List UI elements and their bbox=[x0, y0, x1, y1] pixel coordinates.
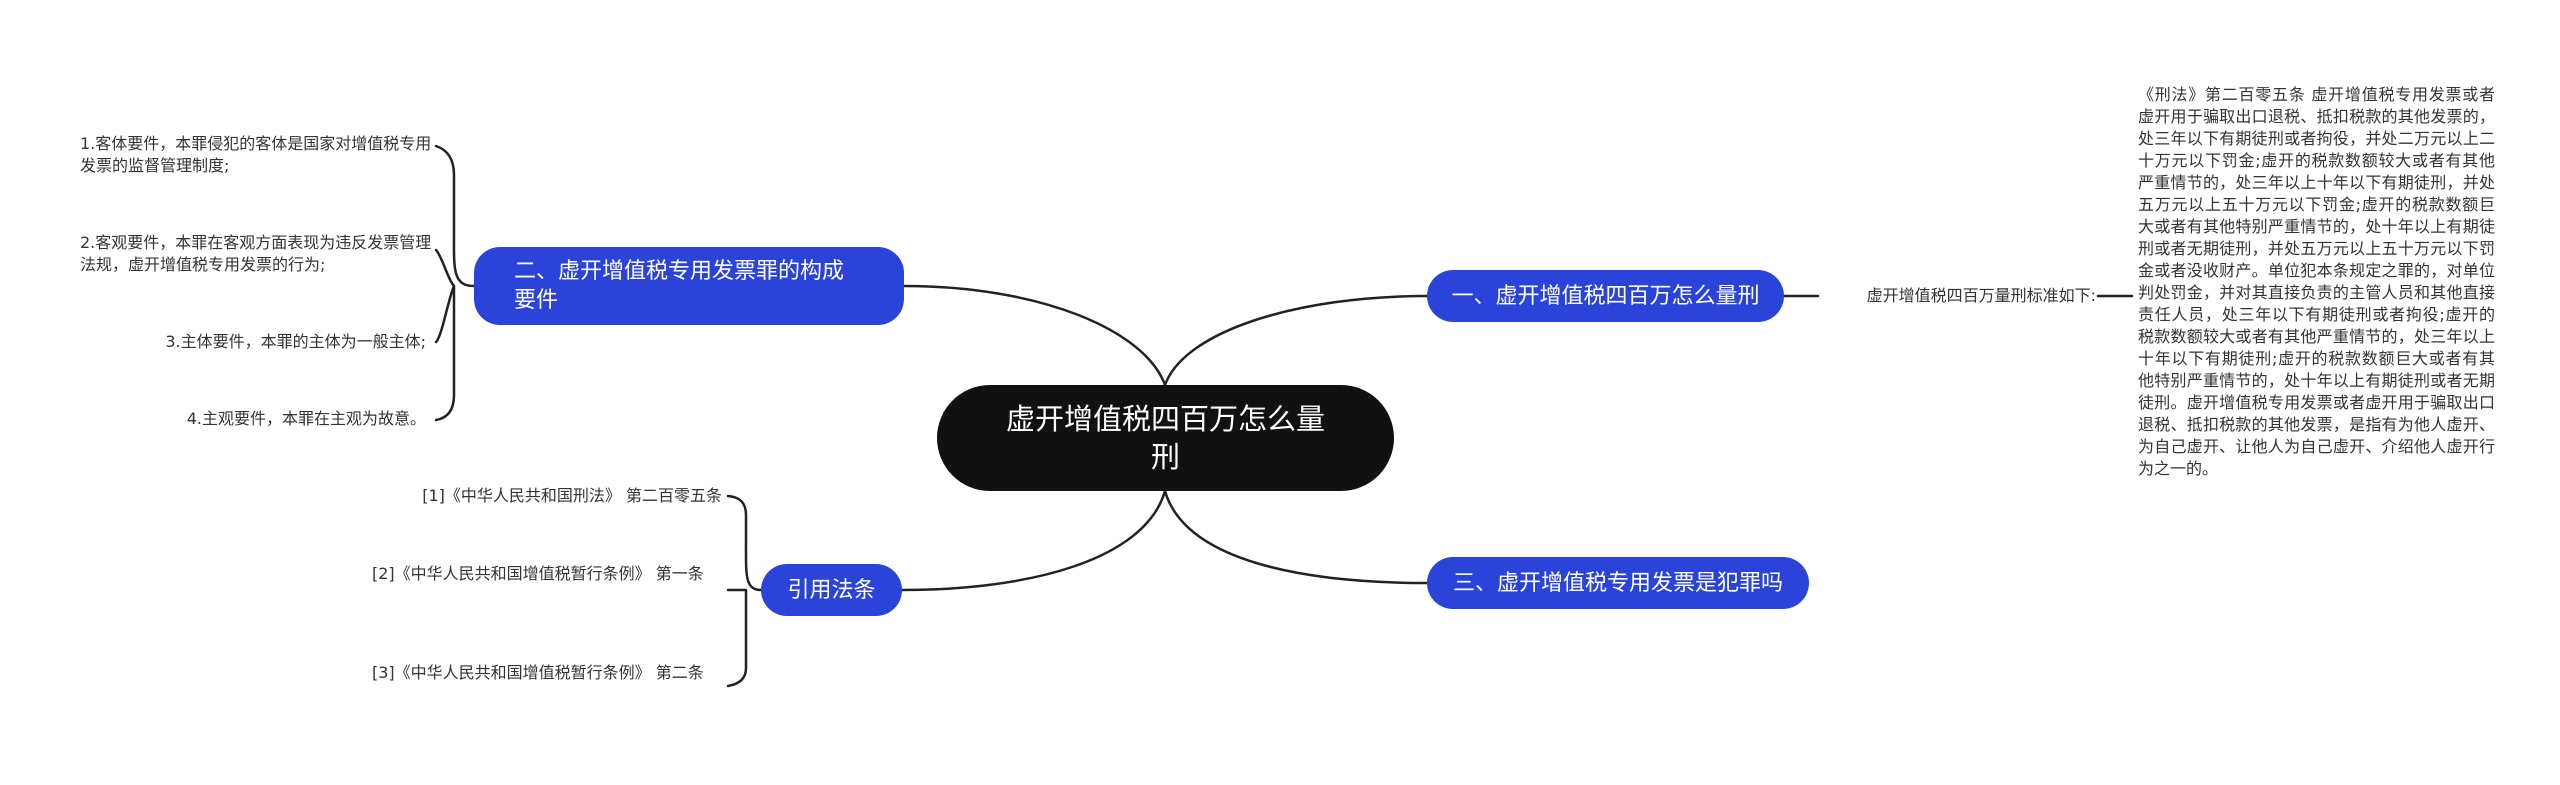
leaf-element-subject-text: 3.主体要件，本罪的主体为一般主体; bbox=[165, 332, 426, 351]
branch-constitutive-elements[interactable]: 二、虚开增值税专用发票罪的构成要件 bbox=[474, 247, 904, 325]
leaf-criminal-law-article-205[interactable]: 《刑法》第二百零五条 虚开增值税专用发票或者虚开用于骗取出口退税、抵扣税款的其他… bbox=[2138, 84, 2495, 480]
branch-is-it-a-crime[interactable]: 三、虚开增值税专用发票是犯罪吗 bbox=[1427, 557, 1809, 609]
leaf-citation-2[interactable]: [2]《中华人民共和国增值税暂行条例》 第一条 bbox=[372, 563, 717, 585]
branch-sentencing-label: 一、虚开增值税四百万怎么量刑 bbox=[1451, 283, 1760, 309]
leaf-citation-2-text: [2]《中华人民共和国增值税暂行条例》 第一条 bbox=[372, 564, 704, 583]
link-root-branch1 bbox=[1163, 294, 1429, 387]
bracket-citations bbox=[726, 494, 763, 688]
link-root-branch4 bbox=[900, 489, 1167, 592]
branch-cited-laws[interactable]: 引用法条 bbox=[761, 564, 902, 616]
branch-constitutive-elements-label: 二、虚开增值税专用发票罪的构成要件 bbox=[514, 259, 845, 313]
leaf-criminal-law-article-205-text: 《刑法》第二百零五条 虚开增值税专用发票或者虚开用于骗取出口退税、抵扣税款的其他… bbox=[2138, 85, 2495, 478]
leaf-element-object-text: 1.客体要件，本罪侵犯的客体是国家对增值税专用发票的监督管理制度; bbox=[80, 134, 432, 175]
leaf-citation-1[interactable]: [1]《中华人民共和国刑法》 第二百零五条 bbox=[372, 485, 722, 507]
branch-cited-laws-label: 引用法条 bbox=[787, 577, 876, 603]
link-root-branch2 bbox=[902, 284, 1167, 387]
central-topic-label: 虚开增值税四百万怎么量刑 bbox=[1005, 402, 1325, 474]
leaf-element-subjective-text: 4.主观要件，本罪在主观为故意。 bbox=[186, 409, 426, 428]
branch-is-it-a-crime-label: 三、虚开增值税专用发票是犯罪吗 bbox=[1452, 570, 1783, 596]
leaf-citation-3[interactable]: [3]《中华人民共和国增值税暂行条例》 第二条 bbox=[372, 662, 717, 684]
central-topic[interactable]: 虚开增值税四百万怎么量刑 bbox=[937, 385, 1394, 491]
leaf-citation-3-text: [3]《中华人民共和国增值税暂行条例》 第二条 bbox=[372, 663, 704, 682]
branch-sentencing[interactable]: 一、虚开增值税四百万怎么量刑 bbox=[1427, 270, 1784, 322]
leaf-citation-1-text: [1]《中华人民共和国刑法》 第二百零五条 bbox=[422, 486, 722, 505]
link-root-branch3 bbox=[1163, 489, 1429, 585]
bracket-branch2 bbox=[434, 144, 476, 422]
leaf-element-subjective[interactable]: 4.主观要件，本罪在主观为故意。 bbox=[80, 408, 426, 430]
leaf-element-objective-text: 2.客观要件，本罪在客观方面表现为违反发票管理法规，虚开增值税专用发票的行为; bbox=[80, 233, 432, 274]
leaf-element-objective[interactable]: 2.客观要件，本罪在客观方面表现为违反发票管理法规，虚开增值税专用发票的行为; bbox=[80, 232, 432, 276]
leaf-sentencing-standard-label: 虚开增值税四百万量刑标准如下: bbox=[1866, 286, 2096, 305]
leaf-sentencing-standard[interactable]: 虚开增值税四百万量刑标准如下: bbox=[1826, 285, 2096, 307]
leaf-element-object[interactable]: 1.客体要件，本罪侵犯的客体是国家对增值税专用发票的监督管理制度; bbox=[80, 133, 432, 177]
leaf-element-subject[interactable]: 3.主体要件，本罪的主体为一般主体; bbox=[80, 331, 426, 353]
